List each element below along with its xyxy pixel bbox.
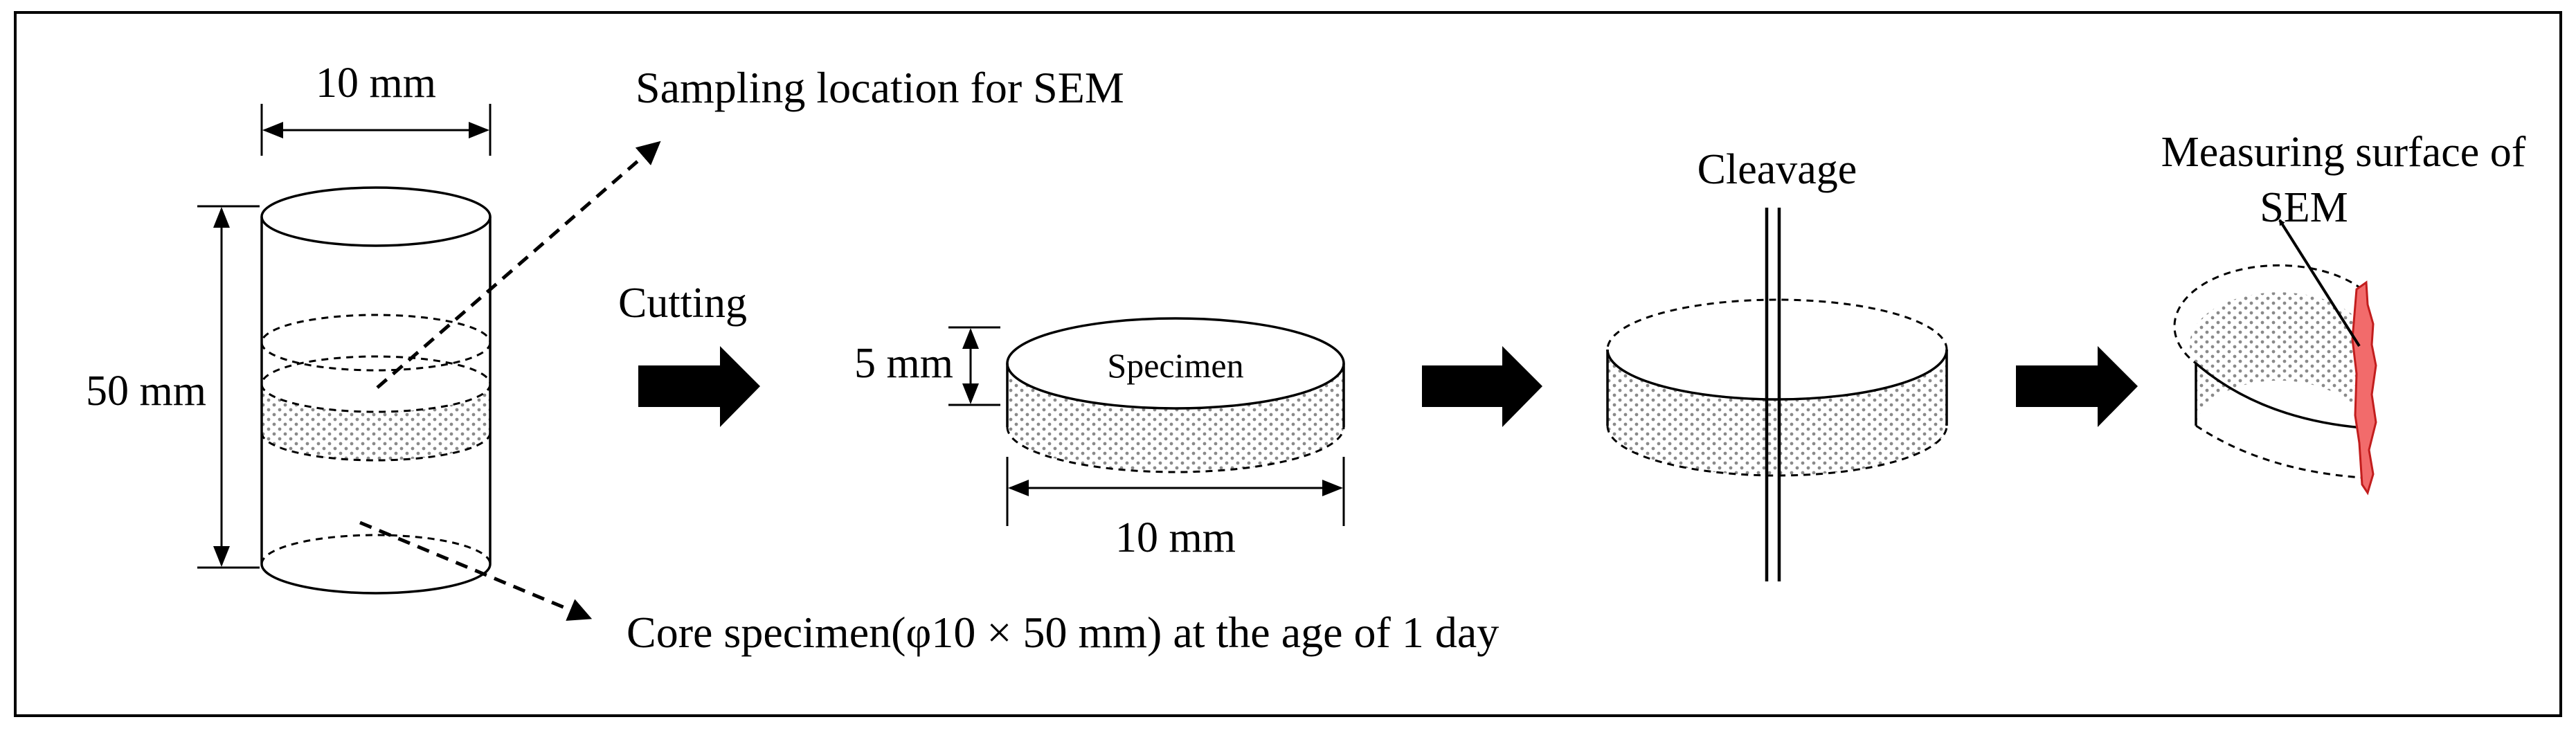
- cleavage-specimen: [1606, 298, 1948, 477]
- height-label: 50 mm: [86, 368, 206, 415]
- process-arrow-3: [2016, 346, 2138, 427]
- sampling-band: [262, 384, 490, 460]
- measuring-surface-highlight: [2351, 280, 2377, 496]
- core-leader-arrow: [359, 521, 593, 621]
- process-arrow-1: [638, 346, 760, 427]
- measuring-surface-label-line1: Measuring surface of: [2161, 129, 2526, 176]
- height-dimension: [197, 205, 260, 569]
- process-arrow-2: [1422, 346, 1542, 427]
- sampling-leader-arrow: [376, 141, 661, 389]
- slice-thickness-label: 5 mm: [854, 340, 953, 387]
- top-width-label: 10 mm: [316, 60, 436, 107]
- slice-thickness-dimension: [948, 326, 1000, 406]
- half-specimen: [2173, 264, 2363, 479]
- figure-frame: [14, 11, 2562, 717]
- cleavage-label: Cleavage: [1697, 146, 1857, 193]
- measuring-surface-label-line2: SEM: [2260, 184, 2348, 231]
- cleavage-plane: [1765, 208, 1781, 581]
- slice-width-dimension: [1006, 457, 1345, 526]
- top-width-dimension: [260, 104, 492, 156]
- sampling-location-label: Sampling location for SEM: [636, 63, 1124, 112]
- cylinder-top: [260, 186, 492, 247]
- specimen-label: Specimen: [1107, 346, 1243, 385]
- slice-width-label: 10 mm: [1115, 514, 1236, 561]
- core-cylinder: [260, 186, 492, 595]
- measuring-surface-arrow: [2278, 219, 2361, 347]
- cutting-label: Cutting: [618, 280, 747, 327]
- slice-specimen: [1006, 317, 1345, 473]
- core-specimen-label: Core specimen(φ10 × 50 mm) at the age of…: [627, 608, 1499, 657]
